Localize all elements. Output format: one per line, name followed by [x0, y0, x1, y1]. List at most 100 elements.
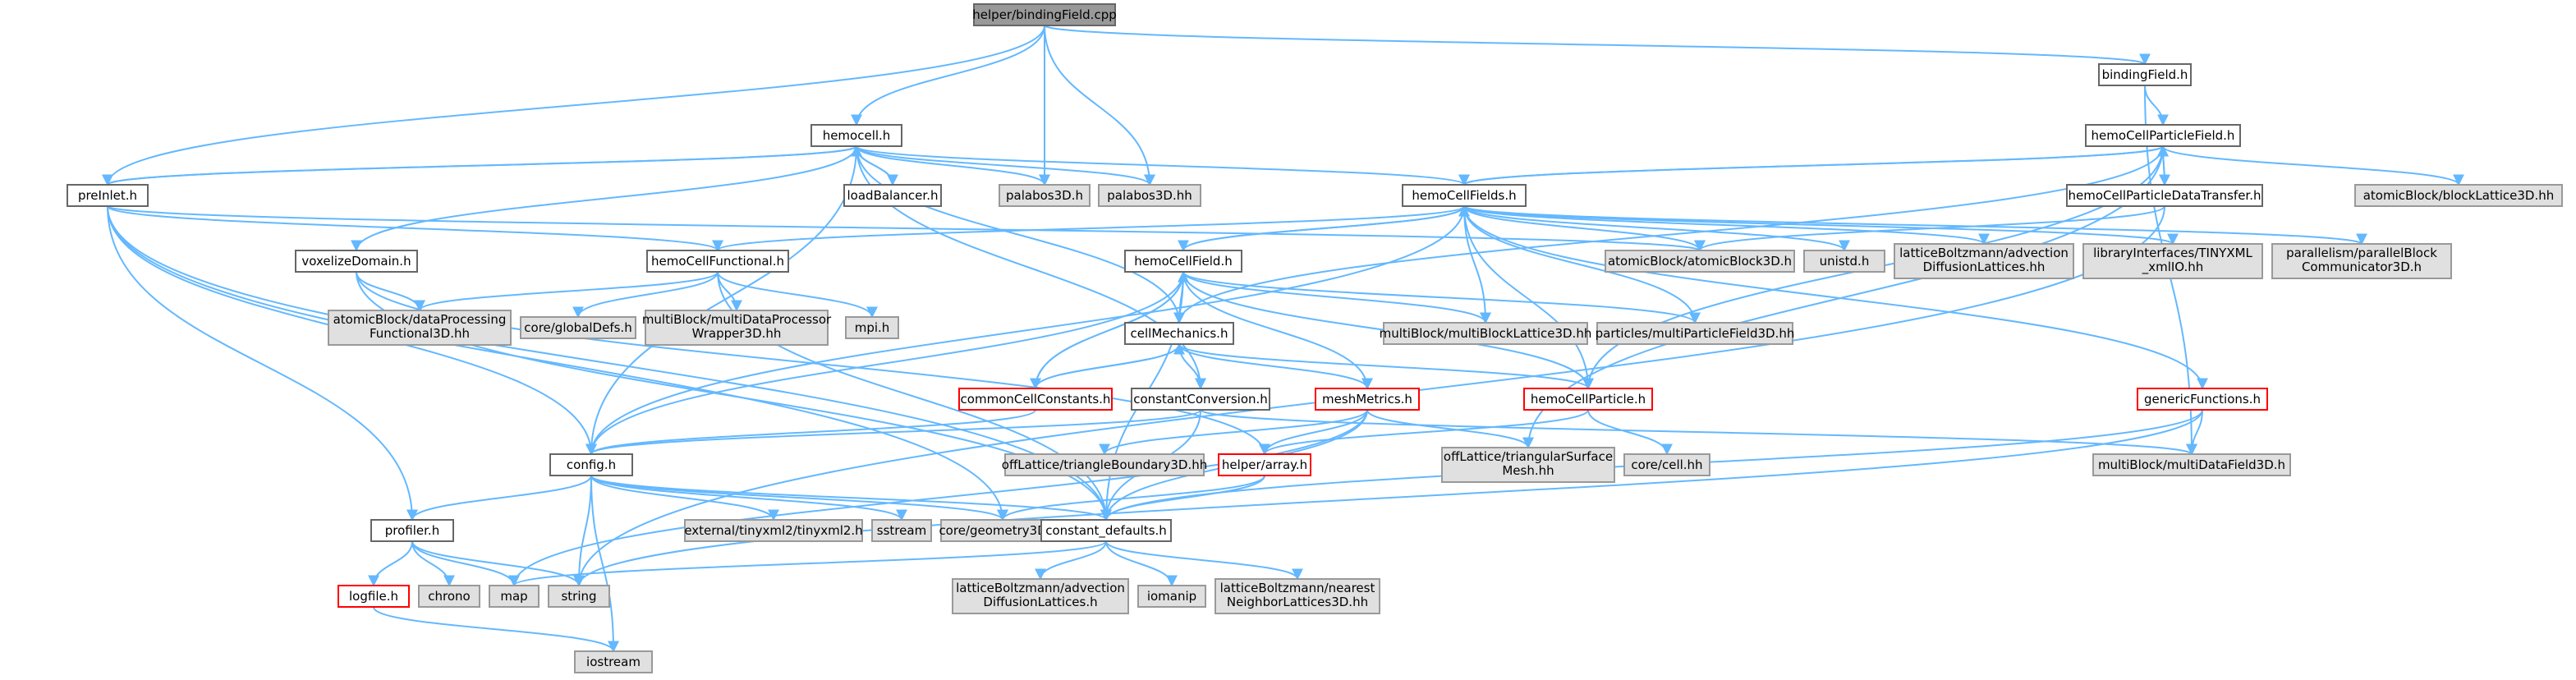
edge-constant-conversion-to-multi-data-field3-d — [1200, 409, 2197, 456]
node-generic-functions[interactable]: genericFunctions.h — [2137, 388, 2268, 411]
node-label: atomicBlock/blockLattice3D.hh — [2363, 188, 2555, 203]
edges-layer — [102, 25, 2464, 653]
node-constant-conversion[interactable]: constantConversion.h — [1131, 388, 1270, 411]
edge-root-to-palabos3-dhh — [1044, 25, 1155, 186]
node-label-line: DiffusionLattices.hh — [1923, 260, 2046, 274]
node-profiler[interactable]: profiler.h — [370, 519, 454, 542]
edge-hemocell-to-palabos3-dhh — [856, 145, 1155, 186]
node-box — [1137, 585, 1206, 608]
node-advection-diffusion-lattices-h: latticeBoltzmann/advectionDiffusionLatti… — [952, 578, 1129, 614]
node-box — [952, 578, 1129, 614]
node-multi-block-lattice3-d: multiBlock/multiBlockLattice3D.hh — [1380, 322, 1591, 345]
node-box — [418, 585, 480, 608]
node-box — [328, 310, 512, 346]
node-box — [295, 250, 418, 273]
edge-generic-functions-to-multi-data-field3-d — [2186, 409, 2203, 456]
node-hemo-cell-functional[interactable]: hemoCellFunctional.h — [646, 250, 789, 273]
node-label-line: multiBlock/multiDataProcessor — [642, 312, 832, 327]
node-mesh-metrics[interactable]: meshMetrics.h — [1315, 388, 1420, 411]
edge-config-to-constant-defaults — [590, 475, 1112, 521]
node-label: hemoCellFields.h — [1412, 188, 1516, 203]
edge-hemocell-to-config — [585, 145, 857, 456]
node-helper-array[interactable]: helper/array.h — [1218, 453, 1311, 476]
edge-pre-inlet-to-profiler — [107, 205, 418, 521]
edge-hemo-cell-field-to-config — [585, 271, 1184, 456]
node-label: cellMechanics.h — [1131, 326, 1228, 341]
edge-cell-mechanics-to-mesh-metrics — [1178, 343, 1373, 390]
node-mpi: mpi.h — [845, 316, 899, 339]
edge-pre-inlet-to-hemo-cell-functional — [107, 205, 723, 252]
node-label: loadBalancer.h — [847, 188, 939, 203]
edge-logfile-to-iostream — [373, 606, 619, 653]
node-label: external/tinyxml2/tinyxml2.h — [684, 523, 862, 538]
node-constant-defaults[interactable]: constant_defaults.h — [1040, 519, 1172, 542]
edge-hemo-cell-fields-to-tinyxml-io — [1463, 205, 2179, 246]
node-label: chrono — [428, 589, 470, 604]
edge-profiler-to-string — [411, 540, 585, 587]
node-box — [1040, 519, 1172, 542]
node-string: string — [548, 585, 610, 608]
node-atomic-block3-d: atomicBlock/atomicBlock3D.h — [1605, 250, 1795, 273]
node-load-balancer[interactable]: loadBalancer.h — [843, 184, 942, 207]
edge-pre-inlet-to-hemocell — [107, 145, 862, 186]
node-root[interactable]: helper/bindingField.cpp — [972, 3, 1117, 26]
edge-config-to-profiler — [406, 475, 592, 521]
node-label: core/cell.hh — [1631, 457, 1702, 472]
node-hemo-cell-fields[interactable]: hemoCellFields.h — [1402, 184, 1527, 207]
node-label: config.h — [567, 457, 616, 472]
edge-hemo-cell-fields-to-generic-functions — [1463, 205, 2208, 390]
node-config[interactable]: config.h — [549, 453, 633, 476]
node-hemo-cell-particle-field[interactable]: hemoCellParticleField.h — [2085, 124, 2241, 147]
node-binding-field[interactable]: bindingField.h — [2098, 63, 2192, 86]
node-hemo-cell-particle-data-transfer[interactable]: hemoCellParticleDataTransfer.h — [2066, 184, 2263, 207]
node-block-lattice3-d: atomicBlock/blockLattice3D.hh — [2354, 184, 2563, 207]
edge-config-to-sstream — [590, 475, 907, 521]
node-label: profiler.h — [385, 523, 439, 538]
node-label: map — [500, 589, 527, 604]
node-label: logfile.h — [349, 589, 398, 604]
node-pre-inlet[interactable]: preInlet.h — [67, 184, 149, 207]
node-box — [1215, 578, 1380, 614]
node-box — [2271, 243, 2452, 279]
node-palabos3-dh: palabos3D.h — [999, 184, 1091, 207]
node-multi-data-field3-d: multiBlock/multiDataField3D.h — [2092, 453, 2291, 476]
edge-mesh-metrics-to-triangle-boundary3-d — [1099, 409, 1368, 456]
node-box — [973, 3, 1116, 26]
node-label: sstream — [877, 523, 926, 538]
node-box — [2066, 184, 2263, 207]
node-common-cell-constants[interactable]: commonCellConstants.h — [958, 388, 1113, 411]
node-label-line: latticeBoltzmann/nearest — [1220, 581, 1375, 595]
node-label: atomicBlock/atomicBlock3D.h — [1608, 254, 1792, 269]
edge-hemo-cell-fields-to-hemo-cell-functional — [712, 205, 1465, 252]
node-logfile[interactable]: logfile.h — [337, 585, 410, 608]
edge-pre-inlet-to-core-geometry3-d — [107, 205, 1008, 521]
edge-common-cell-constants-to-cell-mechanics — [1035, 342, 1185, 389]
edge-hemo-cell-fields-to-multi-particle-field3-d — [1463, 205, 1701, 324]
node-label: string — [561, 589, 596, 604]
node-label-line: latticeBoltzmann/advection — [956, 581, 1125, 595]
node-cell-mechanics[interactable]: cellMechanics.h — [1124, 322, 1234, 345]
edge-helper-array-to-core-geometry3-d — [997, 475, 1265, 521]
node-box — [370, 519, 454, 542]
edge-pre-inlet-to-atomic-block3-d — [107, 205, 1706, 252]
node-box — [1124, 250, 1242, 273]
edge-constant-defaults-to-iomanip — [1105, 540, 1178, 587]
node-box — [1441, 447, 1615, 483]
node-box — [489, 585, 540, 608]
nodes-layer: helper/bindingField.cpp bindingField.h hem… — [67, 3, 2563, 673]
edge-hemo-cell-fields-to-advection-diffusion-lattices — [1463, 205, 1990, 246]
edge-root-to-binding-field — [1044, 25, 2151, 66]
edge-constant-conversion-to-config — [585, 409, 1201, 456]
edge-hemo-cell-fields-to-unistd — [1463, 205, 1850, 252]
node-hemo-cell-field[interactable]: hemoCellField.h — [1124, 250, 1242, 273]
node-voxelize-domain[interactable]: voxelizeDomain.h — [295, 250, 418, 273]
node-box — [845, 316, 899, 339]
node-label: preInlet.h — [78, 188, 137, 203]
edge-voxelize-domain-to-data-processing-functional — [356, 271, 425, 312]
edge-load-balancer-to-hemocell — [851, 145, 893, 186]
node-hemocell[interactable]: hemocell.h — [810, 124, 902, 147]
node-hemo-cell-particle[interactable]: hemoCellParticle.h — [1523, 388, 1653, 411]
edge-generic-functions-to-string — [573, 409, 2203, 587]
node-map: map — [489, 585, 540, 608]
edge-hemo-cell-fields-to-multi-block-lattice3-d — [1463, 205, 1491, 324]
